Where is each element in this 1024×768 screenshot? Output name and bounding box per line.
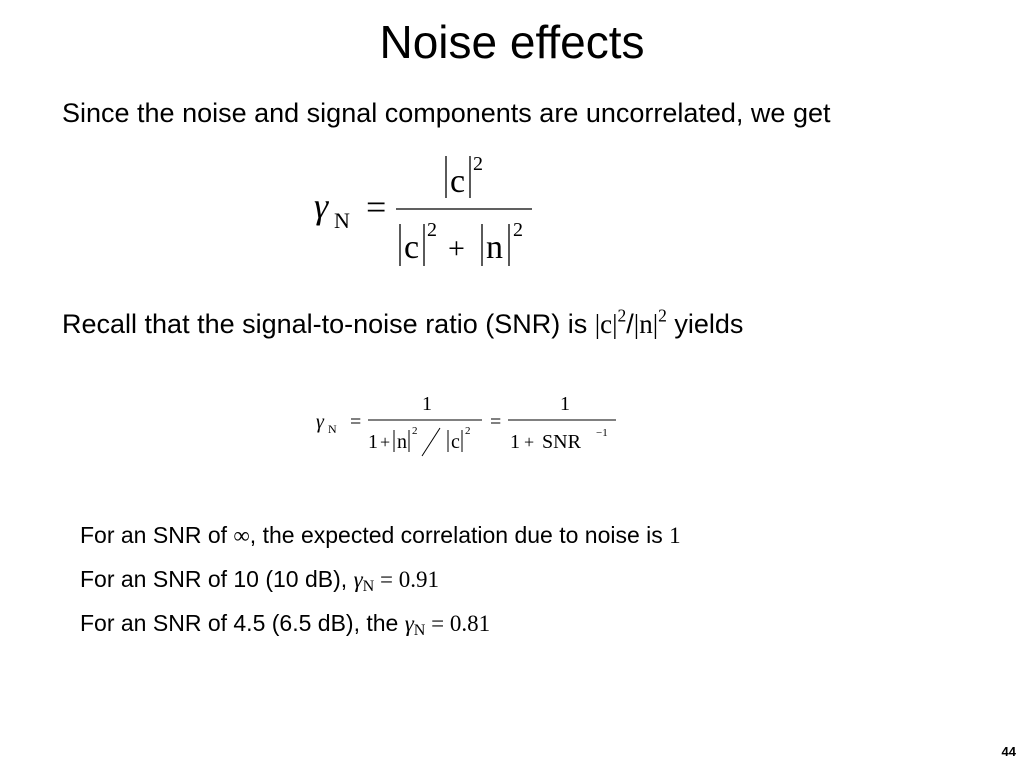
eq2-snr: SNR: [542, 431, 582, 453]
eq2-plus: +: [380, 432, 390, 452]
para2-prefix: Recall that the signal-to-noise ratio (S…: [62, 309, 595, 339]
b2-gamma: γ: [353, 567, 363, 592]
paragraph-uncorrelated: Since the noise and signal components ar…: [62, 98, 831, 128]
eq1-subscript: N: [334, 208, 350, 233]
para2-math-c: |c|: [594, 309, 618, 339]
eq2-n: n: [397, 431, 407, 453]
page-number: 44: [1001, 744, 1016, 759]
bullet-snr-10: For an SNR of 10 (10 dB), γN = 0.91: [80, 564, 439, 595]
b2-prefix: For an SNR of 10 (10 dB),: [80, 566, 354, 592]
eq1-plus: +: [448, 232, 465, 265]
para2-sup2: 2: [658, 305, 667, 326]
infinity-symbol: ∞: [233, 523, 250, 548]
b2-sub: N: [362, 578, 375, 596]
eq2-subscript: N: [328, 422, 337, 436]
b3-sub: N: [413, 622, 426, 640]
eq1-den-c-exp: 2: [427, 219, 437, 241]
paragraph-snr-recall: Recall that the signal-to-noise ratio (S…: [62, 301, 992, 347]
b3-value: = 0.81: [425, 611, 491, 636]
para2-sup1: 2: [617, 305, 627, 326]
eq1-den-n: n: [486, 229, 503, 266]
eq2-snr-exp: −1: [596, 427, 608, 439]
eq2-equals2: =: [490, 411, 501, 433]
bullet-snr-4-5: For an SNR of 4.5 (6.5 dB), the γN = 0.8…: [80, 608, 490, 639]
eq2-one2: 1: [510, 431, 520, 453]
eq1-den-n-exp: 2: [513, 219, 523, 241]
eq2-c: c: [451, 431, 460, 453]
equation-gamma-n-fraction: γ N = c 2 c 2 + n 2: [314, 153, 532, 266]
para2-slash: /: [626, 309, 634, 339]
b3-prefix: For an SNR of 4.5 (6.5 dB), the: [80, 610, 405, 636]
equation-gamma-n-snr: γ N = 1 1 + n 2 c 2 = 1 1 + SNR −1: [316, 393, 616, 457]
eq2-num2: 1: [560, 393, 570, 415]
b1-prefix: For an SNR of: [80, 522, 234, 548]
eq2-c-exp: 2: [465, 425, 471, 437]
b1-value: 1: [669, 523, 681, 548]
eq2-gamma: γ: [316, 411, 325, 433]
eq2-n-exp: 2: [412, 425, 418, 437]
eq1-num-c: c: [450, 163, 465, 200]
eq1-gamma: γ: [314, 186, 329, 226]
eq2-plus2: +: [524, 432, 534, 452]
para2-math-n: |n|: [633, 309, 659, 339]
bullet-snr-infinity: For an SNR of ∞, the expected correlatio…: [80, 520, 681, 551]
eq1-den-c: c: [404, 229, 419, 266]
b2-value: = 0.91: [374, 567, 440, 592]
b3-gamma: γ: [404, 611, 414, 636]
para2-suffix: yields: [666, 309, 744, 339]
eq1-equals: =: [366, 187, 386, 227]
b1-middle: , the expected correlation due to noise …: [249, 522, 670, 548]
eq1-num-exp: 2: [473, 153, 483, 175]
eq2-slash: [421, 427, 441, 457]
slide-title: Noise effects: [379, 16, 645, 68]
eq2-equals1: =: [350, 411, 361, 433]
eq2-one: 1: [368, 431, 378, 453]
eq2-num1: 1: [422, 393, 432, 415]
